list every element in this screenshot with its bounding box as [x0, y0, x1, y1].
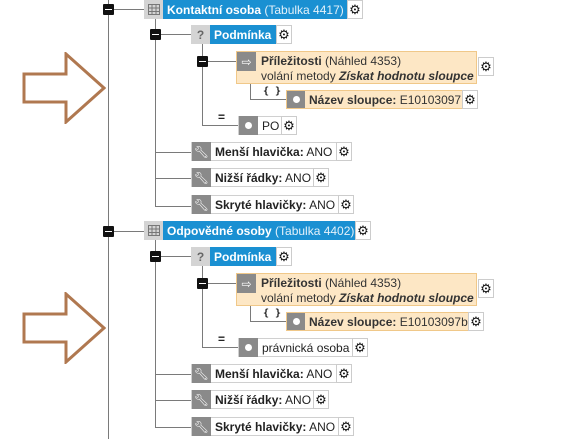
value-dot-icon [287, 313, 305, 330]
opp-view: (Náhled 4353) [321, 276, 402, 290]
column-value: E10103097 [396, 92, 462, 107]
column-name-node[interactable]: Název sloupce: E10103097 [286, 90, 467, 109]
table-icon [144, 221, 163, 240]
gear-icon[interactable]: ⚙ [478, 279, 494, 298]
setting-value: ANO [282, 392, 312, 407]
equals-sign: = [218, 332, 226, 346]
setting-label: Skryté hlavičky: [215, 419, 307, 434]
setting-node[interactable]: 🔧︎ Skryté hlavičky: ANO [191, 195, 341, 214]
opp-name: Příležitosti [261, 276, 322, 290]
column-label: Název sloupce: [309, 92, 397, 107]
compare-value: právnická osoba [262, 340, 350, 355]
condition-node[interactable]: ? Podmínka [191, 25, 277, 44]
collapse-minus-icon[interactable] [150, 29, 161, 40]
setting-value: ANO [306, 197, 336, 212]
collapse-minus-icon[interactable] [103, 4, 114, 15]
value-dot-icon [239, 338, 258, 357]
condition-node[interactable]: ? Podmínka [191, 247, 277, 266]
question-icon: ? [191, 25, 210, 44]
opp-view: (Náhled 4353) [321, 54, 402, 68]
gear-icon[interactable]: ⚙ [313, 390, 329, 409]
column-name-node[interactable]: Název sloupce: E10103097b [286, 312, 473, 331]
compare-value: PO [262, 118, 280, 133]
table-id: (Tabulka 4402) [271, 223, 355, 238]
condition-label: Podmínka [214, 27, 272, 42]
gear-icon[interactable]: ⚙ [462, 90, 478, 109]
method-call-node[interactable]: ⇨ Příležitosti (Náhled 4353) volání meto… [236, 51, 477, 84]
method-call-node[interactable]: ⇨ Příležitosti (Náhled 4353) volání meto… [236, 273, 477, 306]
method-call-icon: ⇨ [237, 52, 256, 71]
table-id: (Tabulka 4417) [261, 2, 344, 17]
gear-icon[interactable]: ⚙ [336, 142, 352, 161]
setting-node[interactable]: 🔧︎ Nižší řádky: ANO [191, 390, 317, 409]
compare-value-node[interactable]: právnická osoba [238, 338, 355, 357]
setting-label: Skryté hlavičky: [215, 197, 307, 212]
gear-icon[interactable]: ⚙ [352, 338, 368, 357]
wrench-icon: 🔧︎ [192, 417, 211, 436]
table-node[interactable]: Odpovědné osoby (Tabulka 4402) [144, 221, 360, 240]
gear-icon[interactable]: ⚙ [347, 0, 363, 19]
wrench-icon: 🔧︎ [192, 195, 211, 214]
method-prefix: volání metody [261, 69, 340, 83]
column-label: Název sloupce: [309, 314, 397, 329]
equals-sign: = [218, 110, 226, 124]
setting-value: ANO [303, 366, 333, 381]
outline-arrow-icon [22, 52, 106, 124]
table-name: Kontaktní osoba [167, 2, 262, 17]
method-call-icon: ⇨ [237, 274, 256, 293]
value-dot-icon [239, 116, 258, 135]
table-name: Odpovědné osoby [167, 223, 272, 238]
table-icon [144, 0, 163, 19]
setting-value: ANO [303, 144, 333, 159]
parameter-braces: { } [263, 308, 282, 319]
column-value: E10103097b [396, 314, 468, 329]
setting-node[interactable]: 🔧︎ Menší hlavička: ANO [191, 142, 338, 161]
gear-icon[interactable]: ⚙ [336, 364, 352, 383]
question-icon: ? [191, 247, 210, 266]
gear-icon[interactable]: ⚙ [276, 247, 292, 266]
setting-node[interactable]: 🔧︎ Skryté hlavičky: ANO [191, 417, 341, 436]
wrench-icon: 🔧︎ [192, 364, 211, 383]
setting-node[interactable]: 🔧︎ Nižší řádky: ANO [191, 168, 317, 187]
setting-label: Nižší řádky: [215, 170, 283, 185]
setting-label: Menší hlavička: [215, 366, 304, 381]
method-name: Získat hodnotu sloupce [339, 69, 474, 83]
wrench-icon: 🔧︎ [192, 142, 211, 161]
gear-icon[interactable]: ⚙ [313, 168, 329, 187]
gear-icon[interactable]: ⚙ [338, 195, 354, 214]
gear-icon[interactable]: ⚙ [468, 312, 484, 331]
table-node[interactable]: Kontaktní osoba (Tabulka 4417) [144, 0, 349, 19]
collapse-minus-icon[interactable] [103, 226, 114, 237]
collapse-minus-icon[interactable] [150, 251, 161, 262]
gear-icon[interactable]: ⚙ [276, 25, 292, 44]
wrench-icon: 🔧︎ [192, 168, 211, 187]
collapse-minus-icon[interactable] [197, 56, 208, 67]
method-name: Získat hodnotu sloupce [339, 291, 474, 305]
gear-icon[interactable]: ⚙ [338, 417, 354, 436]
gear-icon[interactable]: ⚙ [281, 116, 297, 135]
value-dot-icon [287, 91, 305, 108]
opp-name: Příležitosti [261, 54, 322, 68]
wrench-icon: 🔧︎ [192, 390, 211, 409]
outline-arrow-icon [22, 292, 106, 364]
setting-value: ANO [306, 419, 336, 434]
compare-value-node[interactable]: PO [238, 116, 285, 135]
setting-node[interactable]: 🔧︎ Menší hlavička: ANO [191, 364, 338, 383]
gear-icon[interactable]: ⚙ [478, 57, 494, 76]
method-prefix: volání metody [261, 291, 340, 305]
setting-value: ANO [282, 170, 312, 185]
collapse-minus-icon[interactable] [197, 278, 208, 289]
condition-label: Podmínka [214, 249, 272, 264]
parameter-braces: { } [263, 86, 282, 97]
setting-label: Menší hlavička: [215, 144, 304, 159]
setting-label: Nižší řádky: [215, 392, 283, 407]
gear-icon[interactable]: ⚙ [355, 221, 371, 240]
